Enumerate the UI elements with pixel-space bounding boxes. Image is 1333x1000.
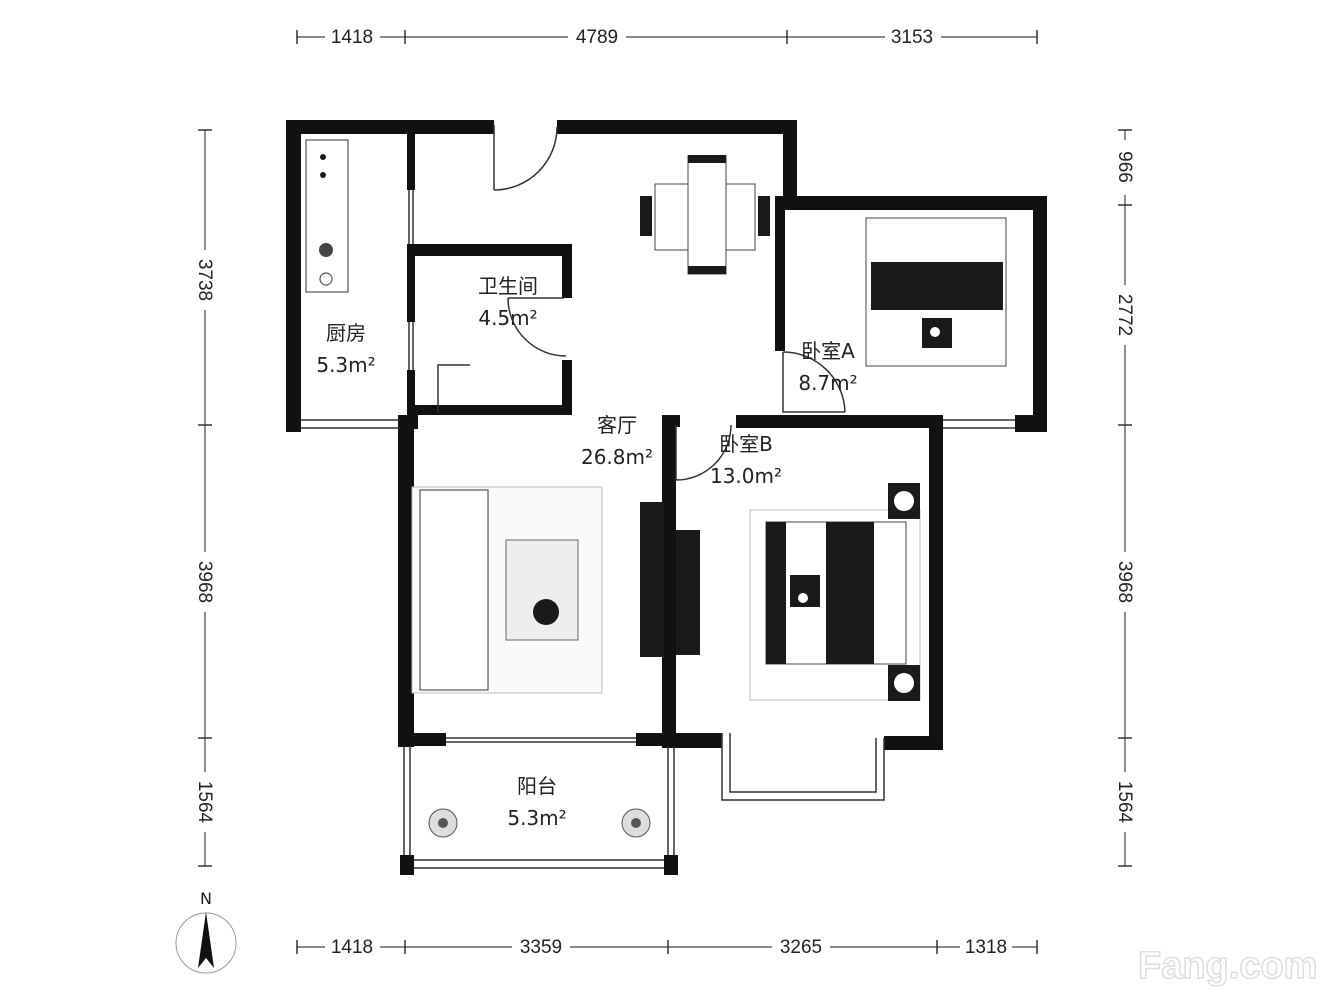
dim-bottom-2: 3359 xyxy=(520,937,562,958)
room-name-bedroom-b: 卧室B xyxy=(719,432,773,456)
dim-left-1: 3738 xyxy=(194,259,215,301)
room-area-bedroom-a: 8.7m² xyxy=(798,371,857,395)
living-furniture xyxy=(411,486,700,694)
room-name-balcony: 阳台 xyxy=(517,774,557,798)
dim-top-1: 1418 xyxy=(331,27,373,48)
dining-table xyxy=(640,155,770,275)
windows-doors xyxy=(301,125,1015,869)
dim-right-4: 1564 xyxy=(1114,781,1135,824)
room-area-living: 26.8m² xyxy=(581,445,653,469)
room-area-balcony: 5.3m² xyxy=(507,806,566,830)
dim-bottom-1: 1418 xyxy=(331,937,373,958)
room-area-kitchen: 5.3m² xyxy=(316,353,375,377)
fang-watermark-logo: Fang.com xyxy=(1137,944,1318,988)
dim-bottom-4: 1318 xyxy=(965,937,1007,958)
plant-icons xyxy=(428,808,651,838)
room-name-bathroom: 卫生间 xyxy=(478,274,538,298)
dim-top-2: 4789 xyxy=(576,27,618,48)
dim-right-1: 966 xyxy=(1114,151,1135,183)
kitchen-counter xyxy=(305,139,349,293)
dim-right-2: 2772 xyxy=(1114,294,1135,336)
bed-a xyxy=(865,217,1007,367)
dim-left-2: 3968 xyxy=(194,561,215,603)
room-name-bedroom-a: 卧室A xyxy=(801,339,855,363)
room-area-bedroom-b: 13.0m² xyxy=(710,464,782,488)
room-name-living: 客厅 xyxy=(597,413,637,437)
room-area-bathroom: 4.5m² xyxy=(478,306,537,330)
compass-icon: N xyxy=(175,889,237,974)
dim-right-3: 3968 xyxy=(1114,561,1135,603)
dim-top-3: 3153 xyxy=(891,27,933,48)
walls xyxy=(286,120,1047,875)
dim-bottom-3: 3265 xyxy=(780,937,822,958)
compass-north-label: N xyxy=(200,889,212,908)
bed-b xyxy=(749,483,921,701)
dim-left-3: 1564 xyxy=(194,781,215,824)
svg-text:Fang.com: Fang.com xyxy=(1138,945,1317,987)
room-name-kitchen: 厨房 xyxy=(326,321,366,345)
